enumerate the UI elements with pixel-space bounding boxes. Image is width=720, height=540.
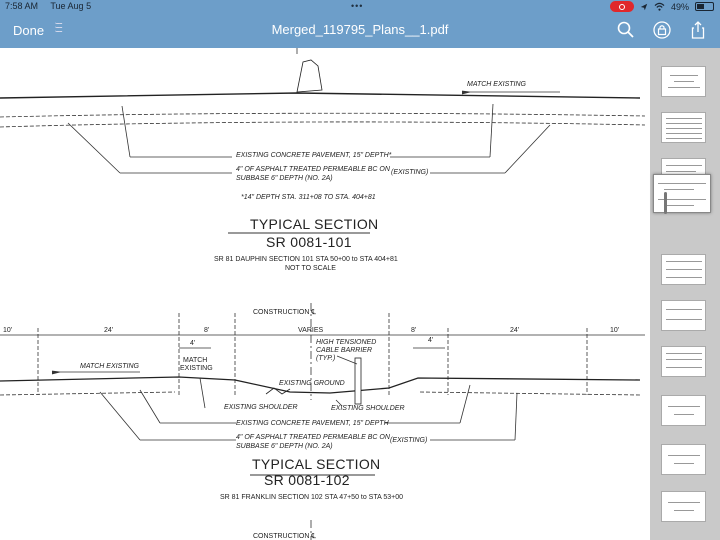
barrier-label-1: HIGH TENSIONED bbox=[316, 339, 377, 346]
search-icon[interactable] bbox=[616, 20, 636, 40]
outline-icon[interactable]: ▪▬▬▪▬▬▪▬▬ bbox=[55, 21, 63, 33]
battery-percent: 49% bbox=[670, 1, 689, 12]
page-thumbnail-strip[interactable] bbox=[650, 48, 720, 540]
section-2-route: SR 0081-102 bbox=[264, 472, 350, 488]
construction-centerline-label: CONSTRUCTION ℄ bbox=[253, 309, 316, 316]
dim-varies: VARIES bbox=[298, 327, 324, 334]
cross-section-drawing bbox=[0, 48, 646, 540]
note-concrete-pavement-2: EXISTING CONCRETE PAVEMENT, 15" DEPTH bbox=[236, 420, 389, 427]
page-thumbnail-1[interactable] bbox=[661, 66, 706, 97]
section-1-scale: NOT TO SCALE bbox=[285, 265, 336, 272]
match-label-1: MATCH bbox=[183, 357, 208, 364]
page-thumbnail-5[interactable] bbox=[661, 254, 706, 285]
note-depth: *14" DEPTH STA. 311+08 TO STA. 404+81 bbox=[241, 194, 376, 201]
dim-4-left: 4' bbox=[190, 340, 196, 347]
note-asphalt-1b: SUBBASE 6" DEPTH (NO. 2A) bbox=[236, 175, 333, 182]
page-thumbnail-2[interactable] bbox=[661, 112, 706, 143]
page-thumbnail-4[interactable] bbox=[653, 174, 711, 213]
section-1-heading: TYPICAL SECTION bbox=[250, 216, 379, 232]
note-existing-2: (EXISTING) bbox=[390, 437, 428, 444]
multitasking-dots-icon[interactable]: ••• bbox=[351, 1, 364, 11]
dim-4-right: 4' bbox=[428, 337, 434, 344]
match-existing-left-label: MATCH EXISTING bbox=[80, 363, 139, 370]
page-thumbnail-7[interactable] bbox=[661, 346, 706, 377]
note-concrete-pavement-1: EXISTING CONCRETE PAVEMENT, 15" DEPTH* bbox=[236, 152, 392, 159]
status-time: 7:58 AM bbox=[5, 1, 39, 11]
page-thumbnail-10[interactable] bbox=[661, 491, 706, 522]
lock-icon[interactable] bbox=[652, 20, 672, 40]
note-asphalt-2b: SUBBASE 6" DEPTH (NO. 2A) bbox=[236, 443, 333, 450]
barrier-label-3: (TYP.) bbox=[316, 355, 336, 362]
section-2-subtitle: SR 81 FRANKLIN SECTION 102 STA 47+50 to … bbox=[220, 494, 403, 501]
dim-24-left: 24' bbox=[104, 327, 114, 334]
section-1-subtitle: SR 81 DAUPHIN SECTION 101 STA 50+00 to S… bbox=[214, 256, 398, 263]
status-bar: 7:58 AM Tue Aug 5 ••• 49% bbox=[0, 0, 720, 14]
section-2-heading: TYPICAL SECTION bbox=[252, 456, 381, 472]
dim-8-left: 8' bbox=[204, 327, 210, 334]
done-button[interactable]: Done bbox=[13, 23, 45, 38]
existing-shoulder-left-label: EXISTING SHOULDER bbox=[224, 404, 298, 411]
construction-centerline-label-2: CONSTRUCTION ℄ bbox=[253, 533, 316, 540]
barrier-label-2: CABLE BARRIER bbox=[316, 347, 373, 354]
section-1-route: SR 0081-101 bbox=[266, 234, 352, 250]
share-icon[interactable] bbox=[688, 20, 708, 40]
dim-10-right: 10' bbox=[610, 327, 620, 334]
match-existing-label: MATCH EXISTING bbox=[467, 81, 526, 88]
page-thumbnail-9[interactable] bbox=[661, 444, 706, 475]
thumbnail-scroll-indicator[interactable] bbox=[664, 192, 667, 214]
battery-icon bbox=[695, 2, 714, 11]
document-title: Merged_119795_Plans__1.pdf bbox=[271, 22, 449, 37]
match-label-2: EXISTING bbox=[180, 365, 213, 372]
page-thumbnail-6[interactable] bbox=[661, 300, 706, 331]
navigation-bar: Done ▪▬▬▪▬▬▪▬▬ Merged_119795_Plans__1.pd… bbox=[0, 14, 720, 48]
page-thumbnail-8[interactable] bbox=[661, 395, 706, 426]
location-icon bbox=[640, 3, 648, 10]
dim-24-right: 24' bbox=[510, 327, 520, 334]
dim-8-right: 8' bbox=[411, 327, 417, 334]
screen-recording-icon[interactable] bbox=[609, 1, 634, 12]
note-existing-1: (EXISTING) bbox=[391, 169, 429, 176]
dim-10-left: 10' bbox=[3, 327, 13, 334]
wifi-icon bbox=[654, 2, 665, 11]
status-date: Tue Aug 5 bbox=[50, 1, 92, 11]
note-asphalt-2a: 4" OF ASPHALT TREATED PERMEABLE BC ON bbox=[236, 434, 390, 441]
existing-shoulder-right-label: EXISTING SHOULDER bbox=[331, 405, 405, 412]
pdf-page[interactable]: MATCH EXISTING EXISTING CONCRETE PAVEMEN… bbox=[0, 48, 650, 540]
note-asphalt-1a: 4" OF ASPHALT TREATED PERMEABLE BC ON bbox=[236, 166, 390, 173]
existing-ground-label: EXISTING GROUND bbox=[279, 380, 345, 387]
